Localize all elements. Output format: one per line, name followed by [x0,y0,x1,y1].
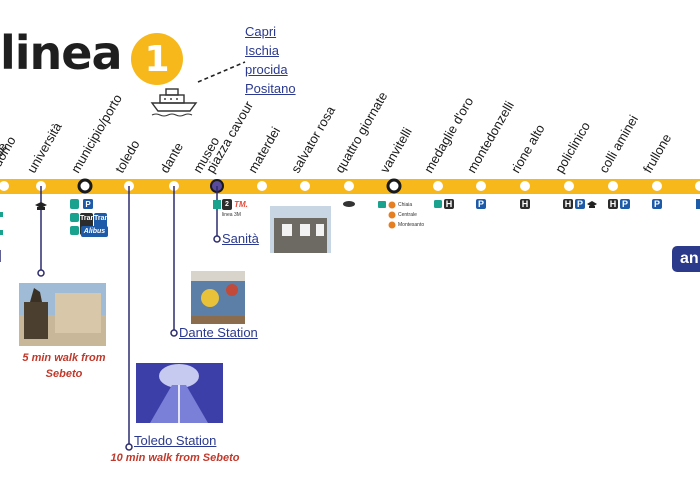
ferry-dashed-connector [197,61,246,83]
stop-dot-frullone[interactable] [652,181,662,191]
funicular-centrale-label: Centrale [398,212,417,218]
line2-badge: 2 [222,199,232,210]
funicular-chiaia-label: Chiaia [398,202,413,208]
ferry-icon [150,88,198,117]
callout-end-museo [213,235,221,243]
bus-icon [70,199,79,209]
medaglie-bus-icon [434,200,442,208]
universita-service-icon [35,202,47,210]
alibus-badge: Alibus [81,226,108,237]
side-tab-button[interactable]: an [672,246,700,272]
stop-dot-policlinico[interactable] [564,181,574,191]
hospital-badge-colli-aminei: H [608,199,618,209]
parking-badge-montedonzelli: P [476,199,486,209]
museo-photo [270,206,331,253]
line-title: linea [0,26,123,80]
svg-text:P: P [85,200,91,209]
vanvitelli-service-icons [378,201,396,229]
parking-badge-colli-aminei: P [620,199,630,209]
toledo-station-link[interactable]: Toledo Station [134,433,217,448]
destination-procida-link[interactable]: procida [245,62,288,77]
stop-dot-duomo[interactable] [0,181,9,191]
toledo-photo [136,363,223,423]
quattro-giornate-icon [343,201,355,207]
callout-end-dante [170,329,178,337]
dante-station-link[interactable]: Dante Station [179,325,258,340]
sanita-link[interactable]: Sanità [222,231,259,246]
parking-icon: P [83,199,93,209]
stop-dot-montedonzelli[interactable] [476,181,486,191]
toledo-walk-note: 10 min walk from Sebeto [110,452,240,464]
bus-icon-2 [70,226,79,235]
stop-dot-municipio[interactable] [77,178,93,194]
destination-positano-link[interactable]: Positano [245,81,296,96]
dante-photo [191,271,245,324]
stop-dot-vanvitelli[interactable] [386,178,402,194]
universita-walk-note-line1: 5 min walk from [22,352,106,364]
hospital-badge-rione-alto: H [520,199,530,209]
callout-end-universita [37,269,45,277]
destination-ischia-link[interactable]: Ischia [245,43,279,58]
destination-capri-link[interactable]: Capri [245,24,277,39]
parking-badge-frullone: P [652,199,662,209]
parking-badge-policlinico: P [575,199,585,209]
linea-3m-label: linea 3M [222,212,241,218]
universita-walk-note-line2: Sebeto [45,368,83,380]
stop-dot-quattro-giornate[interactable] [344,181,354,191]
museo-service-icons [213,200,221,209]
ferry-destinations: Capri Ischia procida Positano [245,22,296,98]
stop-dot-next[interactable] [695,181,700,191]
stop-dot-colli-aminei[interactable] [608,181,618,191]
stop-dot-medaglie[interactable] [433,181,443,191]
tm-badge: TM. [234,200,248,209]
callout-end-toledo [125,443,133,451]
universita-photo [19,283,106,346]
stop-dot-materdei[interactable] [257,181,267,191]
edge-icons [0,199,700,235]
policlinico-graduation-icon [587,201,597,208]
universita-walk-note: 5 min walk from Sebeto [4,350,124,382]
line-number-badge: 1 [131,33,183,85]
tram-icon [70,213,79,222]
stop-dot-rione-alto[interactable] [520,181,530,191]
hospital-badge-medaglie: H [444,199,454,209]
funicular-montesanto-label: Montesanto [398,222,425,228]
hospital-badge-policlinico: H [563,199,573,209]
municipio-service-icons [70,199,79,235]
stop-dot-salvator-rosa[interactable] [300,181,310,191]
